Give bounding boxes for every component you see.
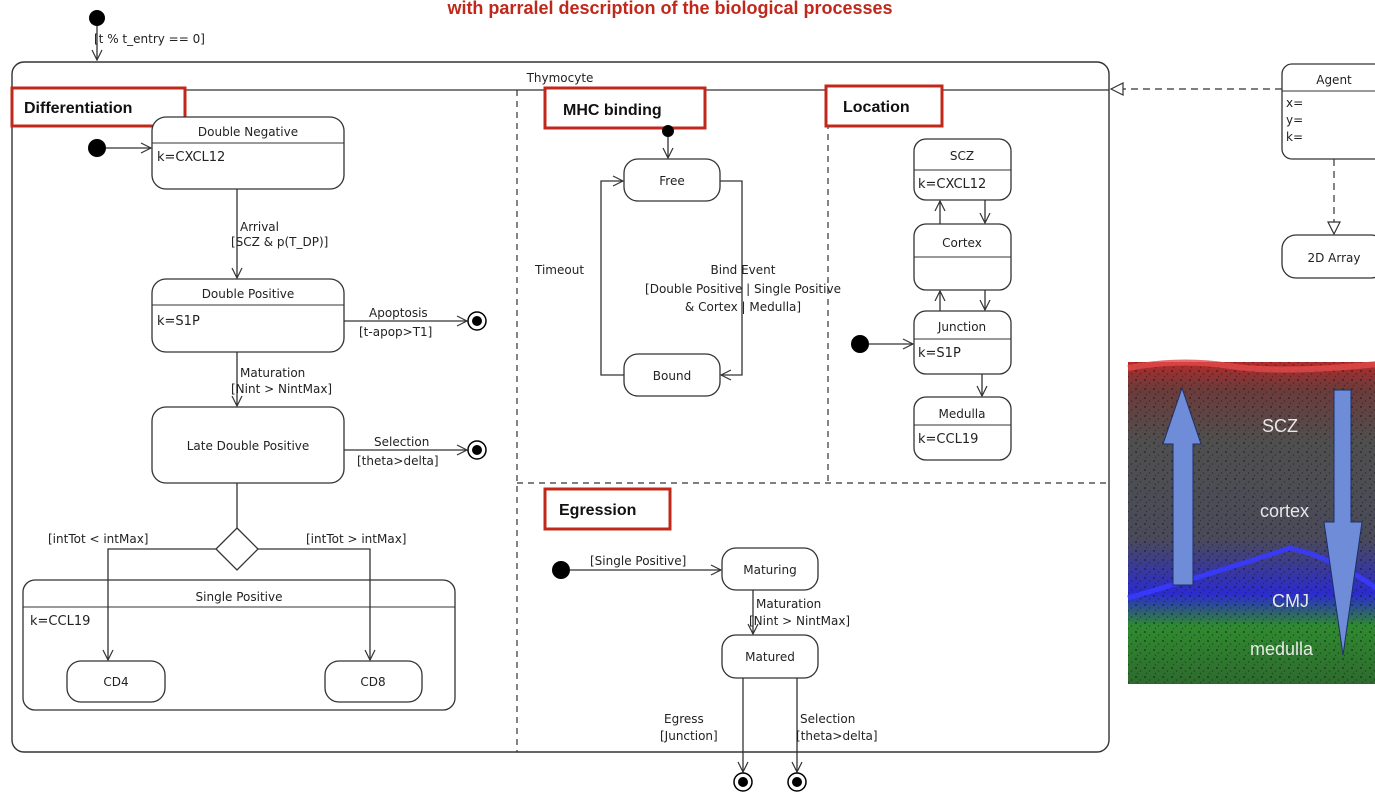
state-cd4-label: CD4 — [103, 675, 128, 689]
arrival-guard: [SCZ & p(T_DP)] — [231, 235, 328, 249]
thymocyte-state — [11, 61, 1110, 753]
state-double-positive-k: k=S1P — [157, 314, 200, 329]
egression-maturation-guard: [Nint > NintMax] — [749, 614, 850, 628]
guard-left: [intTot < intMax] — [48, 532, 148, 546]
state-bound-label: Bound — [653, 369, 691, 383]
egression-selection-event: Selection — [800, 712, 855, 726]
egression-initial-node — [552, 561, 570, 579]
egression-selection-guard: [theta>delta] — [796, 729, 878, 743]
state-matured — [721, 634, 819, 679]
thymus-illustration: SCZ cortex CMJ medulla — [1127, 359, 1375, 684]
thymocyte-title: Thymocyte — [526, 71, 594, 85]
transition-timeout — [600, 181, 624, 376]
initial-node — [89, 10, 105, 26]
egress-event: Egress — [664, 712, 704, 726]
state-junction-k: k=S1P — [918, 346, 961, 361]
apoptosis-event: Apoptosis — [369, 306, 428, 320]
final-node-egress-core — [738, 777, 748, 787]
state-cortex-name: Cortex — [942, 236, 982, 250]
class-2d-array-label: 2D Array — [1307, 251, 1360, 265]
region-egression-label: Egression — [559, 502, 636, 519]
state-matured-label: Matured — [745, 650, 795, 664]
region-location-box — [824, 84, 944, 128]
arrival-event: Arrival — [240, 220, 279, 234]
state-scz-k: k=CXCL12 — [918, 177, 986, 192]
thymus-label-scz: SCZ — [1262, 416, 1298, 436]
differentiation-initial-node — [88, 139, 106, 157]
transition-to-cd8 — [258, 548, 370, 660]
egression-maturation-event: Maturation — [756, 597, 821, 611]
transition-to-cd4 — [108, 548, 216, 660]
state-maturing-label: Maturing — [743, 563, 797, 577]
thymus-label-cmj: CMJ — [1272, 591, 1309, 611]
state-single-positive-k: k=CCL19 — [30, 614, 90, 629]
state-cd4 — [66, 660, 166, 703]
transition-bind-event — [720, 180, 743, 375]
state-junction — [913, 310, 1012, 375]
final-node-apoptosis-core — [472, 316, 482, 326]
state-double-positive — [151, 278, 345, 353]
timeout-label: Timeout — [534, 263, 584, 277]
final-node-selection-core — [472, 445, 482, 455]
apoptosis-guard: [t-apop>T1] — [359, 325, 432, 339]
selection-guard: [theta>delta] — [357, 454, 439, 468]
egression-guard-sp: [Single Positive] — [590, 554, 686, 568]
state-double-negative-k: k=CXCL12 — [157, 150, 225, 165]
final-node-egression-selection-core — [792, 777, 802, 787]
guard-right: [intTot > intMax] — [306, 532, 406, 546]
state-cd8 — [324, 660, 423, 703]
bind-event-line-3: & Cortex | Medulla] — [685, 300, 801, 314]
state-late-double-positive — [151, 406, 345, 484]
class-agent-attr-x: x= — [1286, 96, 1303, 110]
state-late-double-positive-name: Late Double Positive — [187, 439, 310, 453]
class-agent-name: Agent — [1316, 73, 1352, 87]
class-agent-attr-y: y= — [1286, 113, 1303, 127]
state-medulla-k: k=CCL19 — [918, 432, 978, 447]
location-initial-node — [851, 335, 869, 353]
state-double-positive-name: Double Positive — [202, 287, 295, 301]
scz-band — [1127, 359, 1375, 373]
state-medulla-name: Medulla — [939, 407, 986, 421]
region-mhc-label: MHC binding — [563, 102, 662, 119]
state-junction-name: Junction — [937, 320, 986, 334]
state-single-positive — [22, 579, 456, 711]
state-double-negative — [151, 116, 345, 190]
state-scz-name: SCZ — [950, 149, 974, 163]
bind-event-line-1: Bind Event — [711, 263, 776, 277]
maturation-guard: [Nint > NintMax] — [231, 382, 332, 396]
state-medulla — [913, 396, 1012, 461]
thymus-label-medulla: medulla — [1250, 639, 1314, 659]
region-egression-box — [543, 487, 672, 531]
page-title: with parralel description of the biologi… — [446, 0, 892, 18]
downward-arrow — [1323, 389, 1363, 656]
upward-arrow — [1162, 386, 1202, 586]
entry-guard: [t % t_entry == 0] — [94, 32, 205, 46]
region-location-label: Location — [843, 99, 910, 116]
class-agent-attr-k: k= — [1286, 130, 1303, 144]
region-differentiation-box — [10, 86, 187, 128]
mhc-initial-node — [662, 125, 674, 137]
egress-guard: [Junction] — [660, 729, 718, 743]
maturation-event: Maturation — [240, 366, 305, 380]
decision-node — [215, 527, 259, 571]
class-2d-array — [1281, 234, 1375, 279]
thymus-label-cortex: cortex — [1260, 501, 1309, 521]
state-cd8-label: CD8 — [360, 675, 385, 689]
region-differentiation-label: Differentiation — [24, 100, 132, 117]
state-free-label: Free — [659, 174, 684, 188]
state-double-negative-name: Double Negative — [198, 125, 298, 139]
region-mhc-box — [543, 86, 707, 130]
state-free — [623, 158, 721, 202]
bind-event-line-2: [Double Positive | Single Positive — [645, 282, 841, 296]
state-maturing — [721, 547, 819, 591]
state-single-positive-name: Single Positive — [196, 590, 283, 604]
selection-event: Selection — [374, 435, 429, 449]
